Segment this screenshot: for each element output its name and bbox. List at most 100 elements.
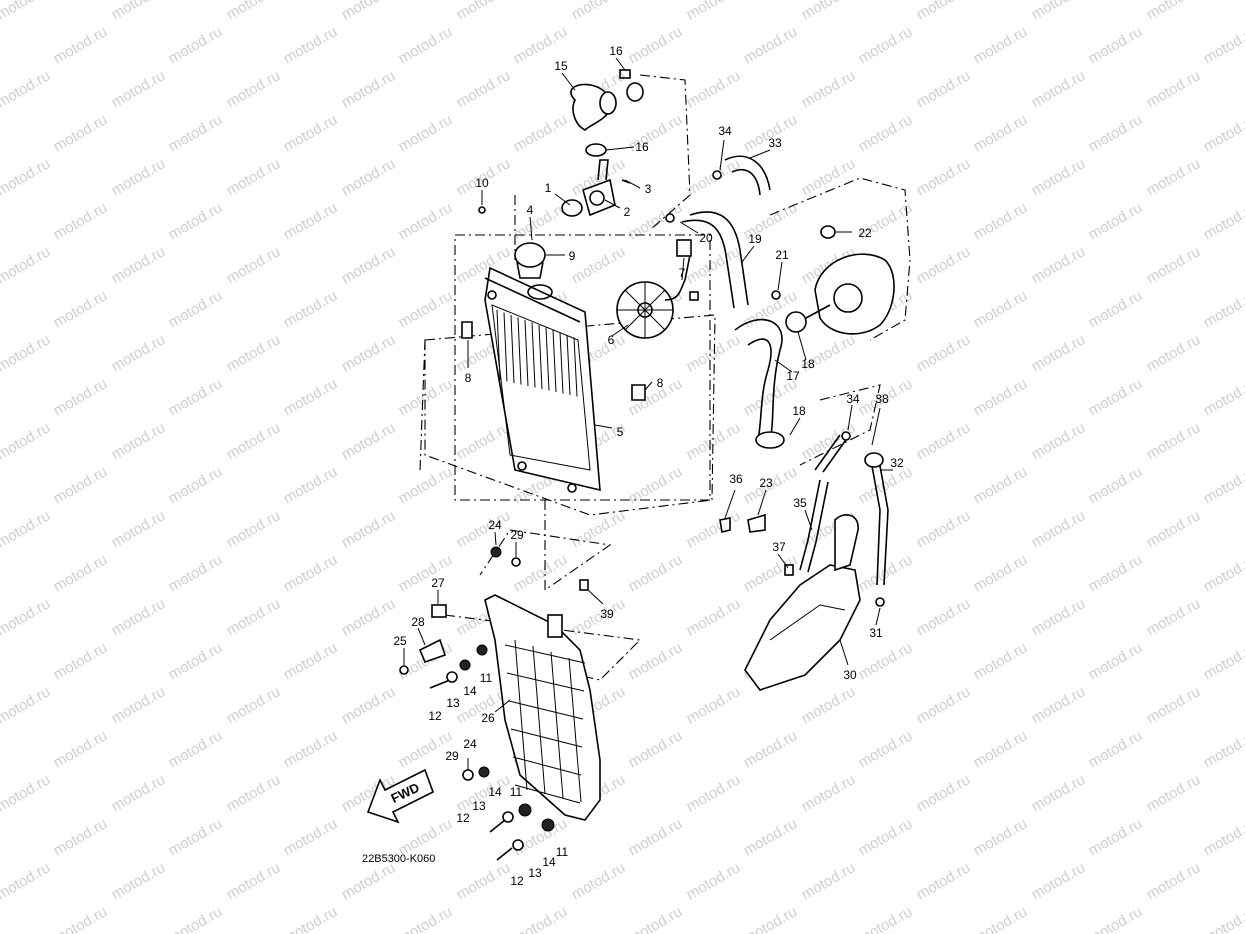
guard-grid-line bbox=[508, 700, 584, 720]
watermark-text: motod.ru bbox=[166, 375, 226, 419]
watermark-text: motod.ru bbox=[971, 287, 1031, 331]
watermark-text: motod.ru bbox=[971, 815, 1031, 859]
callout-31: 31 bbox=[869, 626, 883, 640]
watermark-text: motod.ru bbox=[281, 639, 341, 683]
callout-24a: 24 bbox=[488, 518, 502, 532]
watermark-text: motod.ru bbox=[799, 771, 859, 815]
watermark-text: motod.ru bbox=[166, 287, 226, 331]
watermark-text: motod.ru bbox=[166, 639, 226, 683]
upper-hose bbox=[570, 69, 644, 131]
callout-2: 2 bbox=[624, 205, 631, 219]
watermark-text: motod.ru bbox=[109, 0, 169, 23]
watermark-text: motod.ru bbox=[1144, 155, 1204, 199]
watermark-text: motod.ru bbox=[0, 859, 53, 903]
watermark-text: motod.ru bbox=[741, 815, 801, 859]
callout-26: 26 bbox=[481, 711, 495, 725]
watermark-text: motod.ru bbox=[626, 23, 686, 67]
watermark-text: motod.ru bbox=[224, 595, 284, 639]
watermark-text: motod.ru bbox=[339, 683, 399, 727]
watermark-text: motod.ru bbox=[109, 331, 169, 375]
watermark-text: motod.ru bbox=[799, 859, 859, 903]
watermark-text: motod.ru bbox=[1086, 375, 1146, 419]
watermark-text: motod.ru bbox=[1029, 67, 1089, 111]
watermark-text: motod.ru bbox=[971, 463, 1031, 507]
callout-14a: 14 bbox=[463, 684, 477, 698]
radiator-cap bbox=[514, 242, 546, 279]
callout-11a: 11 bbox=[480, 671, 493, 685]
watermark-text: motod.ru bbox=[51, 375, 111, 419]
watermark-text: motod.ru bbox=[626, 815, 686, 859]
watermark-text: motod.ru bbox=[971, 727, 1031, 771]
guard-grid-line bbox=[568, 657, 582, 803]
watermark-text: motod.ru bbox=[914, 771, 974, 815]
watermark-text: motod.ru bbox=[1201, 375, 1245, 419]
callout-38: 38 bbox=[875, 392, 889, 406]
watermark-text: motod.ru bbox=[1086, 727, 1146, 771]
watermark-text: motod.ru bbox=[166, 903, 226, 934]
watermark-text: motod.ru bbox=[0, 331, 53, 375]
watermark-text: motod.ru bbox=[971, 551, 1031, 595]
watermark-text: motod.ru bbox=[109, 155, 169, 199]
radiator-fin bbox=[510, 314, 515, 384]
watermark-text: motod.ru bbox=[396, 463, 456, 507]
watermark-text: motod.ru bbox=[109, 683, 169, 727]
watermark-text: motod.ru bbox=[339, 67, 399, 111]
callout-23: 23 bbox=[759, 476, 773, 490]
watermark-text: motod.ru bbox=[799, 683, 859, 727]
watermark-text: motod.ru bbox=[396, 23, 456, 67]
callout-12a: 12 bbox=[428, 709, 442, 723]
leader-lines bbox=[403, 57, 893, 770]
watermark-text: motod.ru bbox=[0, 155, 53, 199]
callout-8b: 8 bbox=[657, 376, 664, 390]
watermark-text: motod.ru bbox=[281, 375, 341, 419]
watermark-text: motod.ru bbox=[1086, 23, 1146, 67]
watermark-text: motod.ru bbox=[511, 903, 571, 934]
watermark-text: motod.ru bbox=[51, 727, 111, 771]
watermark-text: motod.ru bbox=[51, 199, 111, 243]
watermark-text: motod.ru bbox=[1201, 463, 1245, 507]
callout-33: 33 bbox=[768, 136, 782, 150]
watermark-text: motod.ru bbox=[971, 199, 1031, 243]
callout-18a: 18 bbox=[801, 357, 815, 371]
watermark-text: motod.ru bbox=[281, 815, 341, 859]
watermark-text: motod.ru bbox=[224, 155, 284, 199]
watermark-text: motod.ru bbox=[856, 815, 916, 859]
callout-28: 28 bbox=[411, 615, 425, 629]
watermark-text: motod.ru bbox=[1029, 859, 1089, 903]
watermark-text: motod.ru bbox=[339, 331, 399, 375]
watermark-text: motod.ru bbox=[741, 903, 801, 934]
watermark-text: motod.ru bbox=[1086, 287, 1146, 331]
watermark-text: motod.ru bbox=[281, 903, 341, 934]
watermark-text: motod.ru bbox=[0, 67, 53, 111]
callout-3: 3 bbox=[645, 182, 652, 196]
watermark-text: motod.ru bbox=[0, 507, 53, 551]
watermark-text: motod.ru bbox=[51, 815, 111, 859]
watermark-text: motod.ru bbox=[224, 771, 284, 815]
watermark-text: motod.ru bbox=[166, 111, 226, 155]
watermark-text: motod.ru bbox=[971, 375, 1031, 419]
watermark-text: motod.ru bbox=[0, 243, 53, 287]
watermark-text: motod.ru bbox=[224, 859, 284, 903]
watermark-text: motod.ru bbox=[569, 507, 629, 551]
callout-29b: 29 bbox=[445, 749, 459, 763]
radiator-guard bbox=[484, 594, 601, 821]
radiator-fin bbox=[538, 324, 543, 390]
watermark-text: motod.ru bbox=[166, 727, 226, 771]
watermark-text: motod.ru bbox=[1201, 111, 1245, 155]
callout-10: 10 bbox=[475, 176, 489, 190]
watermark-text: motod.ru bbox=[281, 463, 341, 507]
watermark-text: motod.ru bbox=[1201, 199, 1245, 243]
watermark-text: motod.ru bbox=[166, 551, 226, 595]
radiator-fin bbox=[517, 317, 522, 385]
callout-24b: 24 bbox=[463, 737, 477, 751]
watermark-text: motod.ru bbox=[396, 551, 456, 595]
callout-30: 30 bbox=[843, 668, 857, 682]
watermark-text: motod.ru bbox=[856, 23, 916, 67]
watermark-text: motod.ru bbox=[339, 595, 399, 639]
watermark-text: motod.ru bbox=[109, 771, 169, 815]
watermark-text: motod.ru bbox=[0, 683, 53, 727]
callout-8a: 8 bbox=[465, 371, 472, 385]
watermark-text: motod.ru bbox=[511, 199, 571, 243]
watermark-text: motod.ru bbox=[454, 0, 514, 23]
